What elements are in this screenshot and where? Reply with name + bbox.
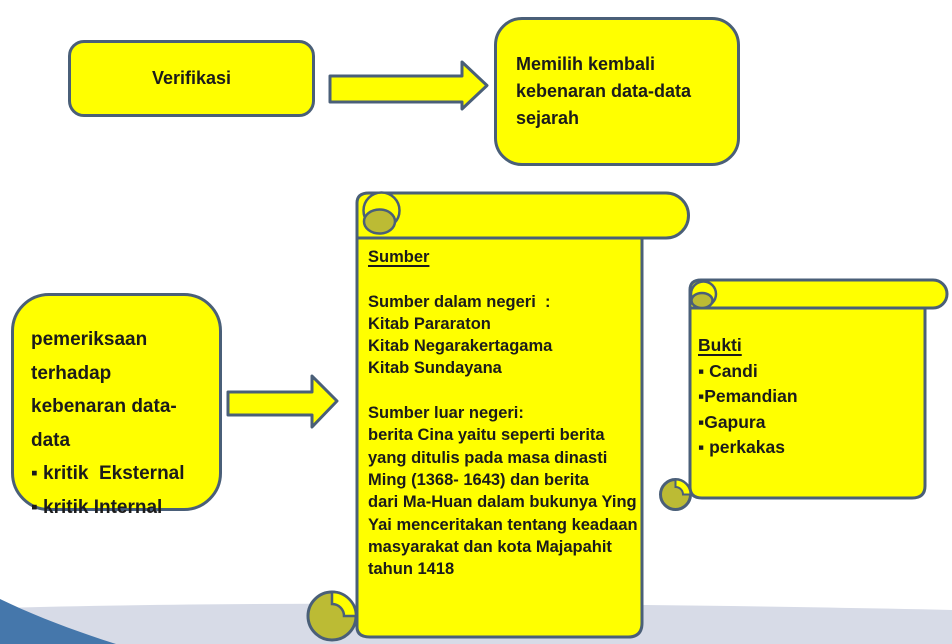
bukti-scroll-shape bbox=[659, 278, 949, 511]
sumber-line: Sumber luar negeri: bbox=[368, 404, 524, 423]
bukti-scroll-text: Bukti ▪ Candi ▪Pemandian ▪Gapura ▪ perka… bbox=[698, 333, 918, 461]
memilih-line: Memilih kembali bbox=[516, 54, 656, 74]
sumber-line: yang ditulis pada masa dinasti bbox=[368, 448, 608, 467]
sumber-line: Ming (1368- 1643) dan berita bbox=[368, 470, 589, 489]
pemeriksaan-line: terhadap bbox=[31, 362, 112, 384]
memilih-box: Memilih kembali kebenaran data-data seja… bbox=[494, 17, 740, 166]
bukti-bullet-item: ▪ Candi bbox=[698, 360, 758, 381]
sumber-line: berita Cina yaitu seperti berita bbox=[368, 426, 605, 445]
sumber-line: tahun 1418 bbox=[368, 560, 455, 579]
sumber-scroll-tube bbox=[355, 191, 690, 240]
sumber-scroll-text: Sumber Sumber dalam negeri : Kitab Parar… bbox=[368, 246, 646, 580]
bukti-bullet-item: ▪Gapura bbox=[698, 411, 766, 432]
bukti-scroll-tube bbox=[688, 278, 949, 310]
sumber-line: Yai menceritakan tentang keadaan bbox=[368, 515, 638, 534]
sumber-line bbox=[368, 380, 646, 402]
sumber-line: Kitab Sundayana bbox=[368, 359, 502, 378]
bukti-heading: Bukti bbox=[698, 335, 742, 355]
arrow-right-icon-middle bbox=[226, 374, 339, 429]
pemeriksaan-line: pemeriksaan bbox=[31, 329, 148, 350]
bukti-scroll-top-curl-roll bbox=[690, 291, 714, 310]
sumber-scroll-top-curl-roll bbox=[362, 208, 397, 235]
sumber-line: Kitab Pararaton bbox=[368, 314, 491, 333]
bukti-scroll-bottom-curl-hook bbox=[674, 478, 692, 496]
sumber-scroll-body bbox=[355, 235, 644, 639]
sumber-line: masyarakat dan kota Majapahit bbox=[368, 537, 612, 556]
sumber-scroll-bottom-curl-hook bbox=[330, 590, 358, 618]
pemeriksaan-bullet-item: ▪ kritik Internal bbox=[31, 496, 163, 518]
pemeriksaan-bullet-item: ▪ kritik Eksternal bbox=[31, 463, 185, 484]
arrow-right-icon-top bbox=[328, 60, 489, 111]
memilih-line: sejarah bbox=[516, 108, 580, 128]
sumber-line: Kitab Negarakertagama bbox=[368, 337, 553, 356]
pemeriksaan-line: data bbox=[31, 429, 71, 451]
bukti-bullet-item: ▪Pemandian bbox=[698, 386, 798, 407]
sumber-line: Sumber dalam negeri : bbox=[368, 292, 551, 311]
sumber-line bbox=[368, 268, 646, 290]
sumber-scroll-shape bbox=[306, 191, 690, 642]
pemeriksaan-box: pemeriksaan terhadap kebenaran data- dat… bbox=[11, 293, 222, 518]
sumber-heading: Sumber bbox=[368, 248, 430, 266]
verifikasi-label: Verifikasi bbox=[151, 68, 232, 88]
verifikasi-box: Verifikasi bbox=[68, 40, 315, 117]
corner-wedge bbox=[0, 599, 116, 644]
bukti-bullet-item: ▪ perkakas bbox=[698, 437, 785, 458]
pemeriksaan-line: kebenaran data- bbox=[31, 396, 177, 417]
memilih-line: kebenaran data-data bbox=[516, 81, 692, 101]
sumber-line: dari Ma-Huan dalam bukunya Ying bbox=[368, 493, 637, 512]
